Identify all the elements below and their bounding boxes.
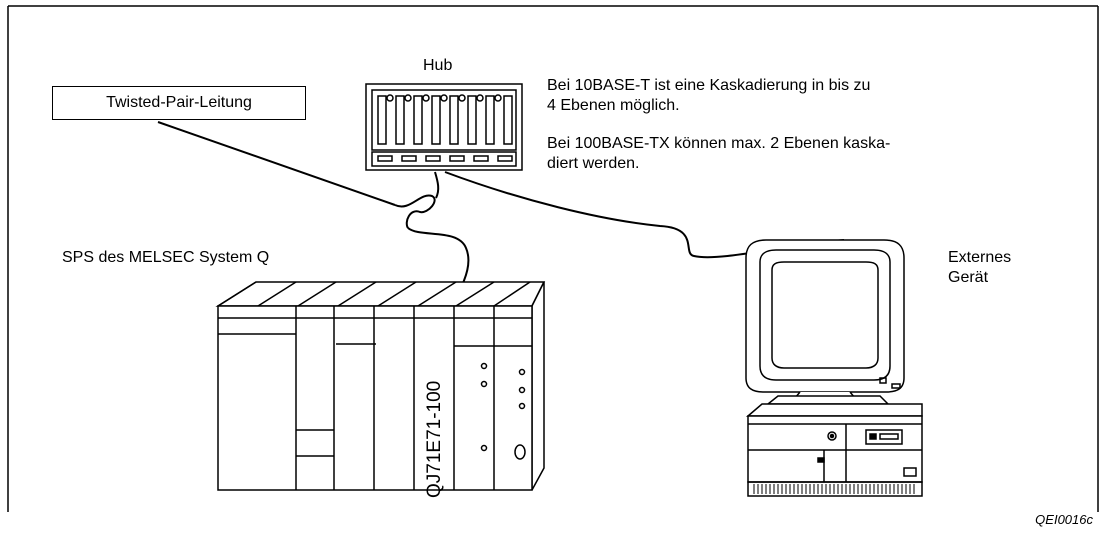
- plc-rack: [215, 281, 546, 491]
- note-line-1b: 4 Ebenen möglich.: [547, 97, 680, 114]
- note-line-1a: Bei 10BASE-T ist eine Kaskadierung in bi…: [547, 77, 871, 94]
- device-label-line-1: Externes: [948, 249, 1012, 266]
- device-label-line-2: Gerät: [948, 269, 989, 286]
- module-label: QJ71E71-100: [424, 380, 445, 498]
- cable-label: Twisted-Pair-Leitung: [106, 94, 252, 111]
- figure-frame: [7, 5, 1099, 512]
- plc-label: SPS des MELSEC System Q: [62, 249, 270, 266]
- cable-label-box: Twisted-Pair-Leitung: [52, 86, 306, 120]
- figure-code: QEI0016c: [1035, 512, 1093, 527]
- note-line-2b: diert werden.: [547, 155, 640, 172]
- hub: [365, 83, 523, 171]
- note-line-2a: Bei 100BASE-TX können max. 2 Ebenen kask…: [547, 135, 891, 152]
- external-device-computer: [745, 239, 923, 497]
- hub-label: Hub: [423, 57, 453, 74]
